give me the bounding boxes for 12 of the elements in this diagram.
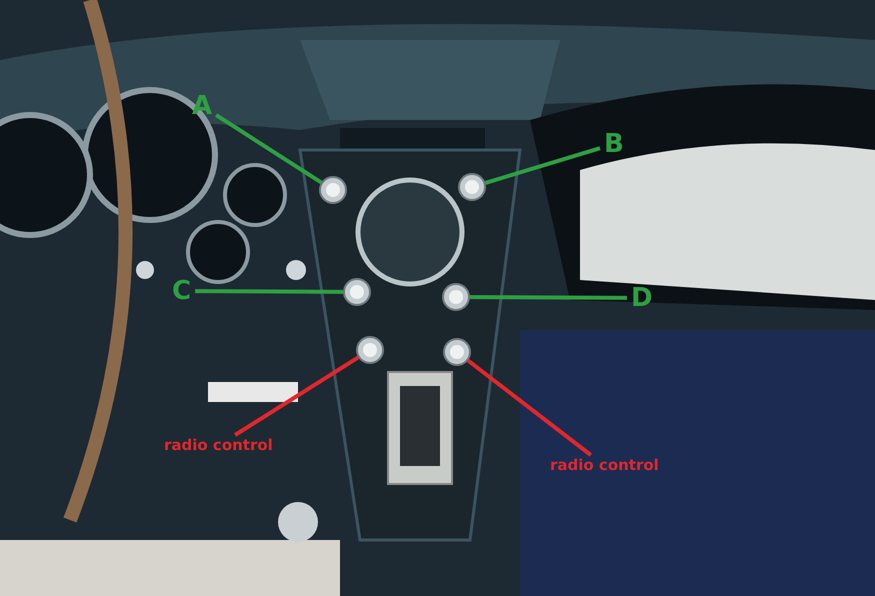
leader-line	[470, 295, 628, 300]
callout-letter: B	[604, 131, 624, 157]
callout-letter: A	[192, 93, 212, 119]
leader-line	[466, 358, 592, 457]
leader-line	[195, 289, 344, 294]
callout-letter: D	[631, 285, 653, 311]
callout-letter: C	[172, 278, 192, 304]
leader-line	[215, 113, 322, 184]
callout-label: radio control	[164, 438, 273, 453]
leader-line	[484, 146, 601, 185]
callout-label: radio control	[550, 458, 659, 473]
leader-line	[234, 356, 360, 437]
